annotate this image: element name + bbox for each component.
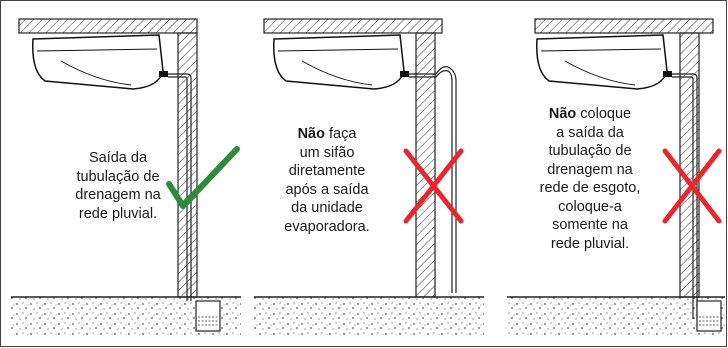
cross-mark-icon — [403, 148, 464, 224]
caption-text: Saída da tubulação de drenagem na rede p… — [75, 150, 161, 222]
caption-text: coloque a saída da tubulação de drenagem… — [539, 106, 641, 252]
panel-1-caption: Saída da tubulação de drenagem na rede p… — [53, 149, 183, 223]
check-mark-icon — [166, 146, 240, 209]
caption-bold: Não — [297, 126, 325, 142]
cross-mark-icon — [662, 148, 722, 224]
drain-diagram-2 — [254, 18, 484, 335]
panel-3-caption: Não coloque a saída da tubulação de dren… — [525, 105, 655, 253]
panel-no-sewer: Não coloque a saída da tubulação de dren… — [487, 1, 727, 348]
caption-text: faça um sifão diretamente após a saída d… — [284, 126, 370, 235]
panel-2-caption: Não faça um sifão diretamente após a saí… — [262, 125, 392, 236]
panel-no-siphon: Não faça um sifão diretamente após a saí… — [244, 1, 487, 348]
drain-diagram-1 — [11, 18, 241, 335]
drain-diagram-3 — [507, 18, 725, 335]
panel-correct-drain: Saída da tubulação de drenagem na rede p… — [1, 1, 244, 348]
caption-bold: Não — [548, 106, 577, 122]
